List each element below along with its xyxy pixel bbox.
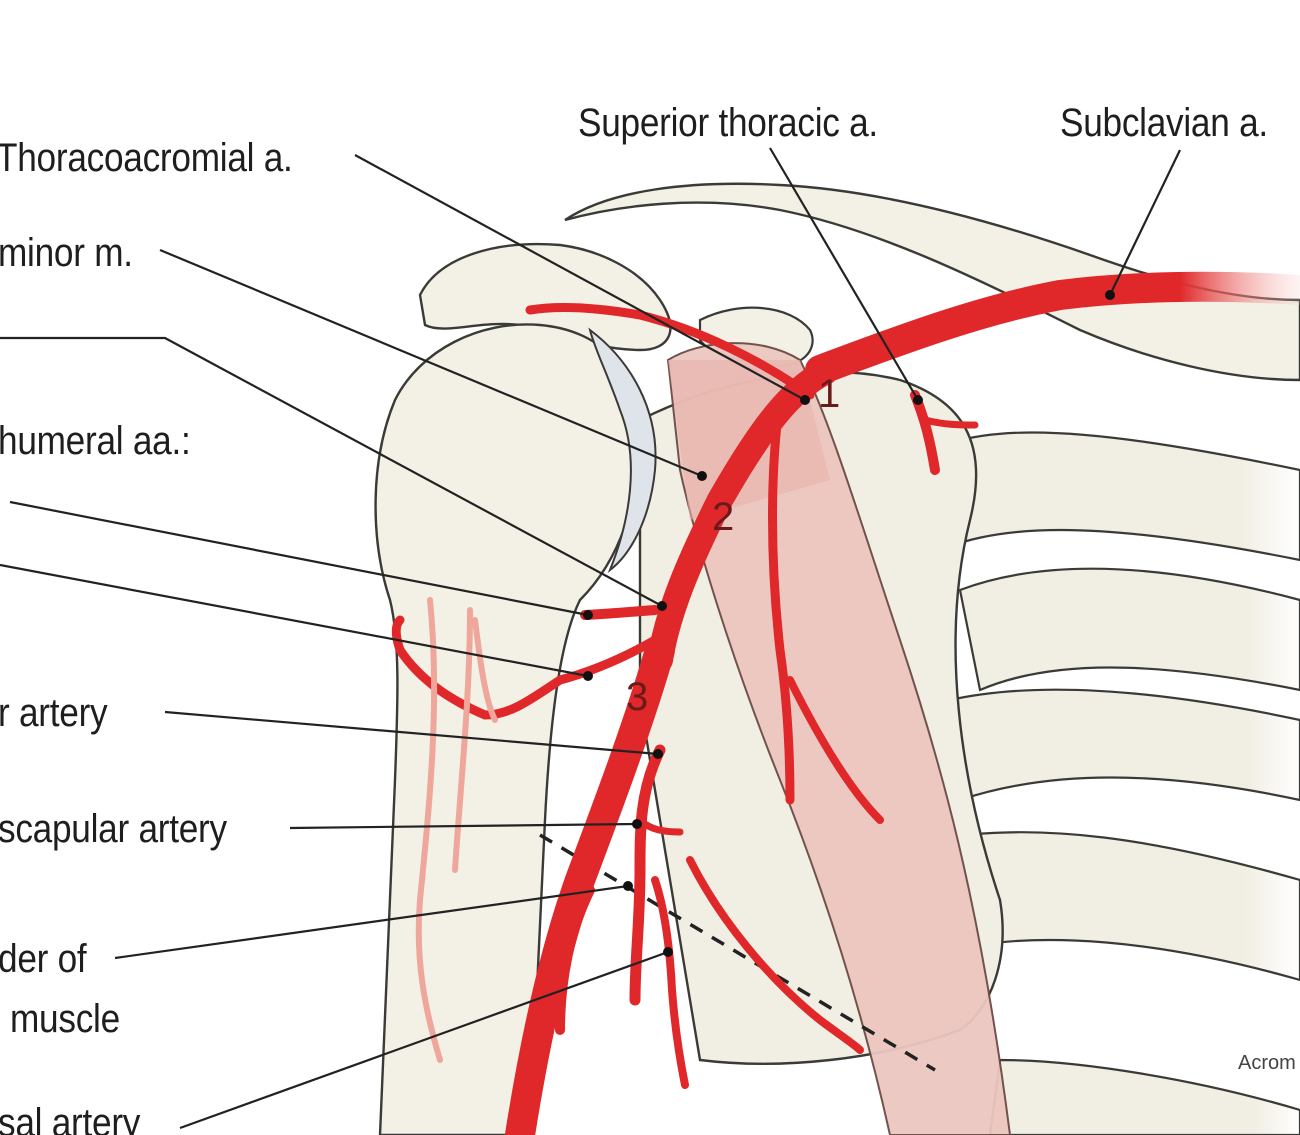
label-thoracoacromial: Thoracoacromial a. (0, 136, 293, 180)
thoracoacromial-branch (525, 303, 815, 400)
label-bottom: sal artery (0, 1101, 141, 1135)
segment-1: 1 (818, 372, 841, 416)
rib-3 (948, 688, 1300, 802)
humeral-head-cartilage (588, 327, 657, 573)
border-dashed-line (539, 833, 936, 1072)
label-artery: r artery (0, 691, 108, 735)
leader-superior-thoracic (769, 147, 919, 401)
label-border-line1: der of (0, 937, 87, 981)
leader-dots (583, 290, 1115, 957)
deep-brachial (555, 885, 595, 1035)
circumflex-scapular (636, 816, 684, 836)
rib-1 (898, 431, 1300, 562)
subclavian-artery (805, 271, 1300, 385)
superior-thoracic-sub (921, 416, 979, 429)
lateral-thoracic-b (786, 676, 884, 824)
segment-3: 3 (626, 675, 649, 719)
leader-bottom (179, 950, 669, 1130)
label-pectoralis-minor: minor m. (0, 231, 133, 275)
axillary-artery-1 (647, 359, 838, 673)
leader-artery (164, 710, 659, 756)
label-acromion: Acrom (1238, 1052, 1296, 1074)
axillary-artery-3 (505, 635, 675, 1135)
leader-third (0, 336, 663, 607)
label-subclavian: Subclavian a. (1060, 101, 1268, 145)
arteries (391, 271, 1300, 1135)
label-border-line2: muscle (10, 997, 120, 1041)
leader-border (114, 884, 629, 960)
leader-subclavian (1109, 149, 1181, 296)
lateral-thoracic (768, 395, 795, 805)
label-scapular: scapular artery (0, 807, 227, 851)
leader-lines (0, 147, 1181, 1130)
humerus (374, 323, 642, 1135)
anterior-circumflex (580, 605, 660, 620)
leader-posterior-circumflex (0, 563, 589, 678)
faint-vessels (415, 597, 498, 1063)
leader-pect-minor (159, 248, 703, 478)
muscular-branch (686, 856, 864, 1054)
thoracodorsal (651, 876, 689, 1089)
leader-anterior-circumflex (9, 500, 589, 617)
label-humeral: humeral aa.: (0, 419, 191, 463)
posterior-circumflex (391, 615, 660, 720)
rib-4 (928, 831, 1300, 982)
acromion (418, 242, 672, 352)
segment-2: 2 (712, 495, 735, 539)
leader-thoracoacromial (354, 154, 806, 401)
label-superior-thoracic: Superior thoracic a. (578, 101, 878, 145)
rib-2 (958, 567, 1300, 692)
leader-scapular (289, 822, 638, 830)
